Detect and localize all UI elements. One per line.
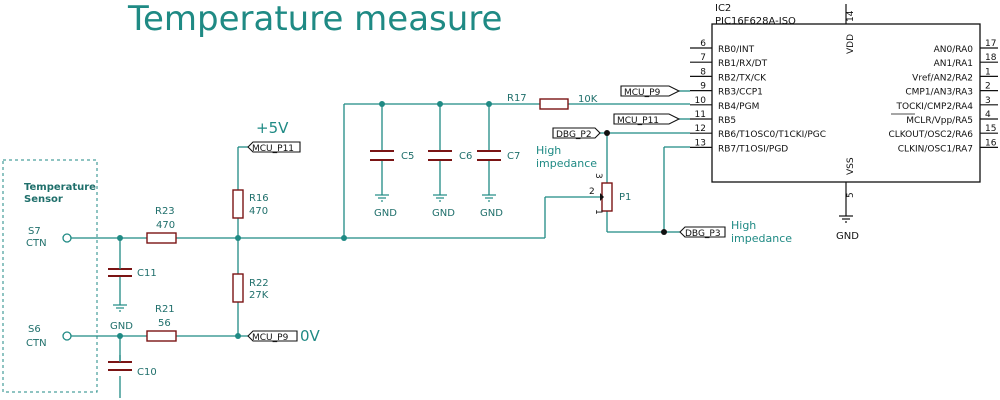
p1-ref: P1: [619, 192, 631, 203]
ic-ground-symbol: [839, 200, 853, 223]
ic2-right-pin-number: 18: [985, 53, 997, 63]
net-dbg-p2: DBG_P2: [556, 130, 592, 140]
note-high-2: High: [731, 219, 756, 232]
r16-ref: R16: [249, 193, 269, 204]
sensor-label-1: Temperature: [24, 182, 96, 193]
r23-value: 470: [156, 220, 175, 231]
ic2-left-pin-name: RB6/T1OSC0/T1CKI/PGC: [718, 130, 826, 140]
r23-ref: R23: [155, 206, 175, 217]
gnd-c6: GND: [432, 208, 455, 219]
ic2-left-pin-name: RB1/RX/DT: [718, 59, 768, 69]
sensor-box: [2, 159, 98, 393]
ic2-right-pin-name: AN0/RA0: [934, 45, 974, 55]
ic2-left-pin-number: 10: [695, 96, 707, 106]
c7-ref: C7: [507, 151, 520, 162]
net-mcu-p11-left: MCU_P11: [252, 144, 294, 154]
r22-value: 27K: [249, 290, 269, 301]
r21-body: [146, 330, 177, 342]
gnd-c11: GND: [110, 321, 133, 332]
p1-pin2: 2: [589, 187, 595, 197]
c5-ref: C5: [401, 151, 414, 162]
wires: [71, 90, 690, 398]
ic2-ref: IC2: [715, 3, 731, 14]
c10-ref: C10: [137, 367, 157, 378]
ic2-left-pin-name: RB0/INT: [718, 45, 755, 55]
ic2-left-pin-number: 8: [700, 67, 706, 77]
s6-sub-label: CTN: [26, 338, 47, 349]
net-mcu-p11-right: MCU_P11: [617, 116, 659, 126]
r22-ref: R22: [249, 278, 269, 289]
ic2-left-pin-number: 7: [700, 53, 706, 63]
ic2-left-pin-number: 11: [695, 110, 706, 120]
p1-pin1: 1: [593, 209, 603, 215]
c11-ref: C11: [137, 268, 157, 279]
ic2-left-pin-number: 12: [695, 124, 706, 134]
r21-ref: R21: [155, 304, 175, 315]
ic2-right-pin-number: 2: [985, 82, 991, 92]
ic2-right-pin-number: 1: [985, 67, 991, 77]
ic2-left-pin-name: RB2/TX/CK: [718, 73, 767, 83]
ic2-right-pin-name: CLKIN/OSC1/RA7: [898, 144, 973, 154]
ic2-right-pin-name: AN1/RA1: [934, 59, 973, 69]
s7-sub-label: CTN: [26, 238, 47, 249]
ic2-vdd-pin: 14: [846, 10, 856, 22]
ic2-right-pin-name: TOCKI/CMP2/RA4: [896, 102, 974, 112]
ic2-part: PIC16F628A-ISO: [715, 16, 796, 27]
r16-value: 470: [249, 206, 268, 217]
s6-label: S6: [28, 324, 41, 335]
ic2-right-pin-number: 3: [985, 96, 991, 106]
c6-ref: C6: [459, 151, 472, 162]
gnd-c5: GND: [374, 208, 397, 219]
r17-body: [539, 98, 569, 110]
net-mcu-p9-left: MCU_P9: [252, 333, 289, 343]
gnd-ic: GND: [836, 231, 859, 242]
p1-wiper-arrow: [600, 193, 604, 201]
junctions: [117, 101, 667, 339]
r17-value: 10K: [578, 94, 598, 105]
net-mcu-p9-right: MCU_P9: [624, 88, 661, 98]
ic2-left-pin-name: RB5: [718, 116, 736, 126]
s7-terminal: [62, 233, 72, 243]
note-impedance-2: impedance: [731, 232, 792, 245]
schematic-title: Temperature measure: [127, 0, 502, 39]
ic2-right-pin-name: CMP1/AN3/RA3: [905, 88, 973, 98]
ic2-left-pin-name: RB7/T1OSI/PGD: [718, 144, 788, 154]
r21-value: 56: [158, 318, 171, 329]
net-dbg-p3: DBG_P3: [685, 229, 721, 239]
ic2-left-pin-number: 9: [700, 82, 706, 92]
s7-label: S7: [28, 226, 41, 237]
ic2-right-pin-number: 17: [985, 39, 996, 49]
ic2-right-pin-number: 16: [985, 138, 997, 148]
ic2-body: [711, 23, 981, 183]
ic2-right-pin-name: CLKOUT/OSC2/RA6: [888, 130, 973, 140]
ic2-right-pin-number: 4: [985, 110, 991, 120]
p1-pin3: 3: [593, 173, 603, 179]
ic2-vss-pin: 5: [846, 192, 856, 198]
gnd-c7: GND: [480, 208, 503, 219]
zero-v-label: 0V: [300, 327, 321, 345]
ic2-vss: VSS: [846, 157, 856, 175]
note-impedance-1: impedance: [536, 157, 597, 170]
ic2-right-pin-name: MCLR/Vpp/RA5: [906, 116, 973, 126]
s6-terminal: [62, 331, 72, 341]
sensor-label-2: Sensor: [24, 194, 63, 205]
plus5v-label: +5V: [256, 119, 289, 137]
ic2-left-pin-name: RB4/PGM: [718, 102, 759, 112]
ic2-left-pin-name: RB3/CCP1: [718, 88, 763, 98]
ic2-vdd: VDD: [846, 34, 856, 54]
ic2-right-pin-number: 15: [985, 124, 996, 134]
r17-ref: R17: [507, 93, 527, 104]
r22-body: [232, 273, 244, 303]
ic2-left-pin-number: 6: [700, 39, 706, 49]
ground-symbols: [113, 194, 496, 312]
r23-body: [146, 232, 177, 244]
note-high-1: High: [536, 144, 561, 157]
net-flags: [247, 85, 726, 342]
r16-body: [232, 189, 244, 219]
capacitor-plates: [108, 150, 501, 371]
ic2-left-pin-number: 13: [695, 138, 706, 148]
ic2-right-pin-name: Vref/AN2/RA2: [912, 73, 973, 83]
